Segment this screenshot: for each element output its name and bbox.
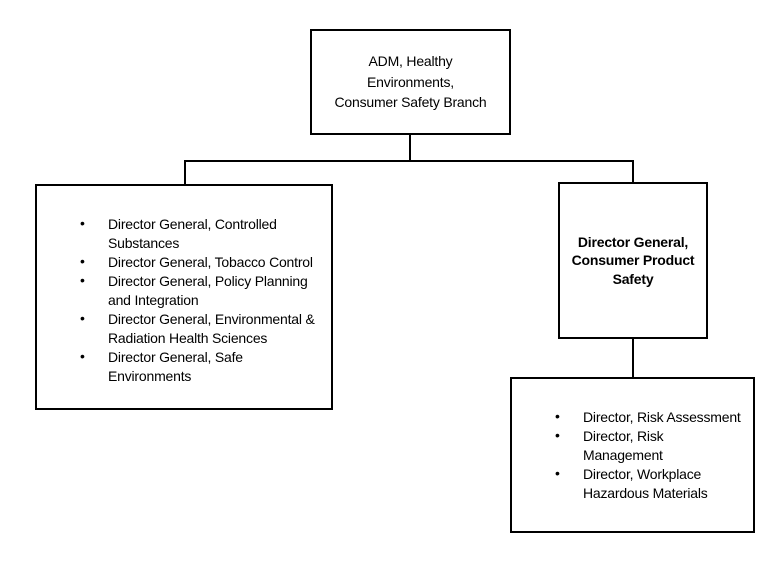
list-item-line: Director General, Policy Planning <box>108 273 308 289</box>
bullet-icon: • <box>80 310 85 326</box>
connector-root-stem <box>409 134 411 161</box>
node-label-line: Environments, <box>367 73 454 90</box>
node-dg-consumer-product-safety: Director General, Consumer Product Safet… <box>558 182 708 339</box>
node-directors-list: • Director, Risk Assessment • Director, … <box>510 377 755 533</box>
bullet-icon: • <box>80 348 85 364</box>
list-item: • Director General, Safe Environments <box>37 348 331 386</box>
node-label-line: Consumer Product <box>571 252 695 269</box>
list-item-line: Director, Risk Assessment <box>583 409 741 425</box>
list-item-line: Director, Workplace <box>583 466 702 482</box>
list-item-line: Director General, Environmental & <box>108 311 315 327</box>
list-item: • Director, Risk Assessment <box>512 408 753 427</box>
node-adm-healthy-environments: ADM, Healthy Environments, Consumer Safe… <box>310 29 511 135</box>
connector-left-drop <box>184 160 186 185</box>
bullet-icon: • <box>555 427 560 443</box>
bullet-icon: • <box>80 272 85 288</box>
list-item: • Director, Risk Management <box>512 427 753 465</box>
node-director-generals-list: • Director General, Controlled Substance… <box>35 184 333 410</box>
node-label-line: Consumer Safety Branch <box>334 94 487 111</box>
bullet-icon: • <box>555 465 560 481</box>
list-item-line: Director General, Tobacco Control <box>108 254 313 270</box>
list-item-line: Environments <box>108 368 192 384</box>
list-item-line: Radiation Health Sciences <box>108 330 268 346</box>
list-item-line: and Integration <box>108 292 199 308</box>
list-item: • Director General, Tobacco Control <box>37 253 331 272</box>
list-item: • Director, Workplace Hazardous Material… <box>512 465 753 503</box>
list-item-line: Management <box>583 447 663 463</box>
list-item-line: Director, Risk <box>583 428 664 444</box>
list-item-line: Director General, Safe <box>108 349 243 365</box>
list-item-line: Director General, Controlled <box>108 216 277 232</box>
connector-horizontal-bar <box>184 160 634 162</box>
connector-right-drop <box>632 160 634 183</box>
connector-dg-cps-stem <box>632 338 634 378</box>
list-item-line: Substances <box>108 235 180 251</box>
list-item: • Director General, Policy Planning and … <box>37 272 331 310</box>
list-item: • Director General, Controlled Substance… <box>37 215 331 253</box>
list-item: • Director General, Environmental & Radi… <box>37 310 331 348</box>
node-label-line: Safety <box>612 270 654 287</box>
bullet-icon: • <box>555 408 560 424</box>
bullet-icon: • <box>80 253 85 269</box>
node-label-line: Director General, <box>577 233 689 250</box>
bullet-icon: • <box>80 215 85 231</box>
list-item-line: Hazardous Materials <box>583 485 708 501</box>
node-label-line: ADM, Healthy <box>368 53 453 70</box>
